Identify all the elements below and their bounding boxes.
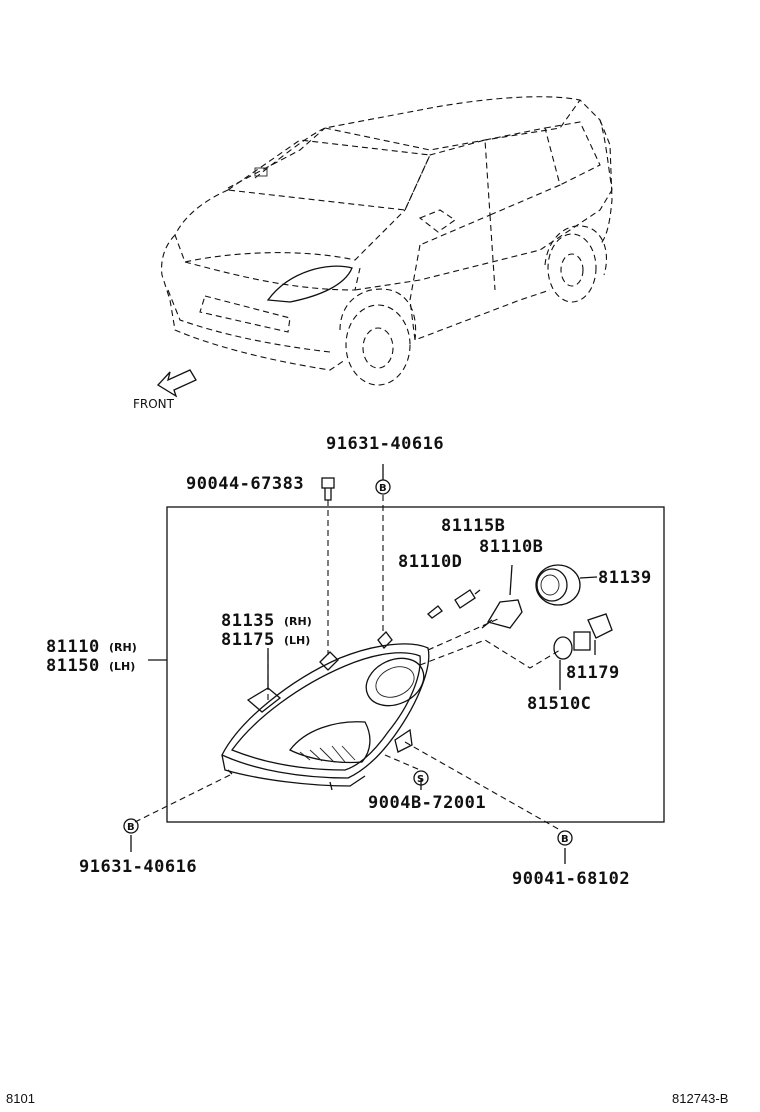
part-label-9004b[interactable]: 9004B-72001 bbox=[368, 793, 486, 813]
bulb-socket-icon bbox=[481, 564, 523, 629]
halogen-bulb-icon bbox=[454, 589, 481, 609]
part-label-81139[interactable]: 81139 bbox=[598, 568, 652, 588]
side-label-81175: (LH) bbox=[284, 634, 310, 647]
part-label-81135[interactable]: 81135 bbox=[221, 611, 275, 631]
marker-s: S bbox=[413, 770, 429, 786]
marker-b-top-label: B bbox=[379, 483, 387, 494]
wedge-bulb-icon bbox=[427, 605, 443, 619]
headlamp-assembly bbox=[221, 631, 430, 791]
part-label-81110[interactable]: 81110 bbox=[46, 637, 100, 657]
side-label-81110: (RH) bbox=[109, 641, 137, 654]
dust-cap-icon bbox=[535, 564, 598, 606]
part-label-81175[interactable]: 81175 bbox=[221, 630, 275, 650]
marker-b-right: B bbox=[557, 830, 573, 846]
front-direction-arrow: FRONT bbox=[133, 369, 197, 411]
figure-code: 8101 bbox=[6, 1091, 35, 1106]
illustration-ref: 812743-B bbox=[672, 1091, 728, 1106]
part-label-81179[interactable]: 81179 bbox=[566, 663, 620, 683]
part-label-81510c[interactable]: 81510C bbox=[527, 694, 591, 714]
part-label-81150[interactable]: 81150 bbox=[46, 656, 100, 676]
marker-b-left-label: B bbox=[127, 822, 135, 833]
part-label-90044[interactable]: 90044-67383 bbox=[186, 474, 304, 494]
marker-b-top: B bbox=[375, 479, 391, 495]
turn-bulb-icon bbox=[553, 613, 613, 690]
part-label-91631-top[interactable]: 91631-40616 bbox=[326, 434, 444, 454]
part-label-91631-left[interactable]: 91631-40616 bbox=[79, 857, 197, 877]
front-label: FRONT bbox=[133, 397, 175, 411]
marker-b-left: B bbox=[123, 818, 139, 834]
part-label-81110d[interactable]: 81110D bbox=[398, 552, 462, 572]
marker-b-right-label: B bbox=[561, 834, 569, 845]
side-label-81135: (RH) bbox=[284, 615, 312, 628]
screw-icon bbox=[321, 477, 335, 501]
part-label-81110b[interactable]: 81110B bbox=[479, 537, 543, 557]
marker-s-label: S bbox=[417, 774, 424, 785]
part-label-81115b[interactable]: 81115B bbox=[441, 516, 505, 536]
vehicle-illustration bbox=[161, 96, 613, 386]
assembly-frame bbox=[166, 506, 665, 823]
side-label-81150: (LH) bbox=[109, 660, 135, 673]
part-label-90041[interactable]: 90041-68102 bbox=[512, 869, 630, 889]
